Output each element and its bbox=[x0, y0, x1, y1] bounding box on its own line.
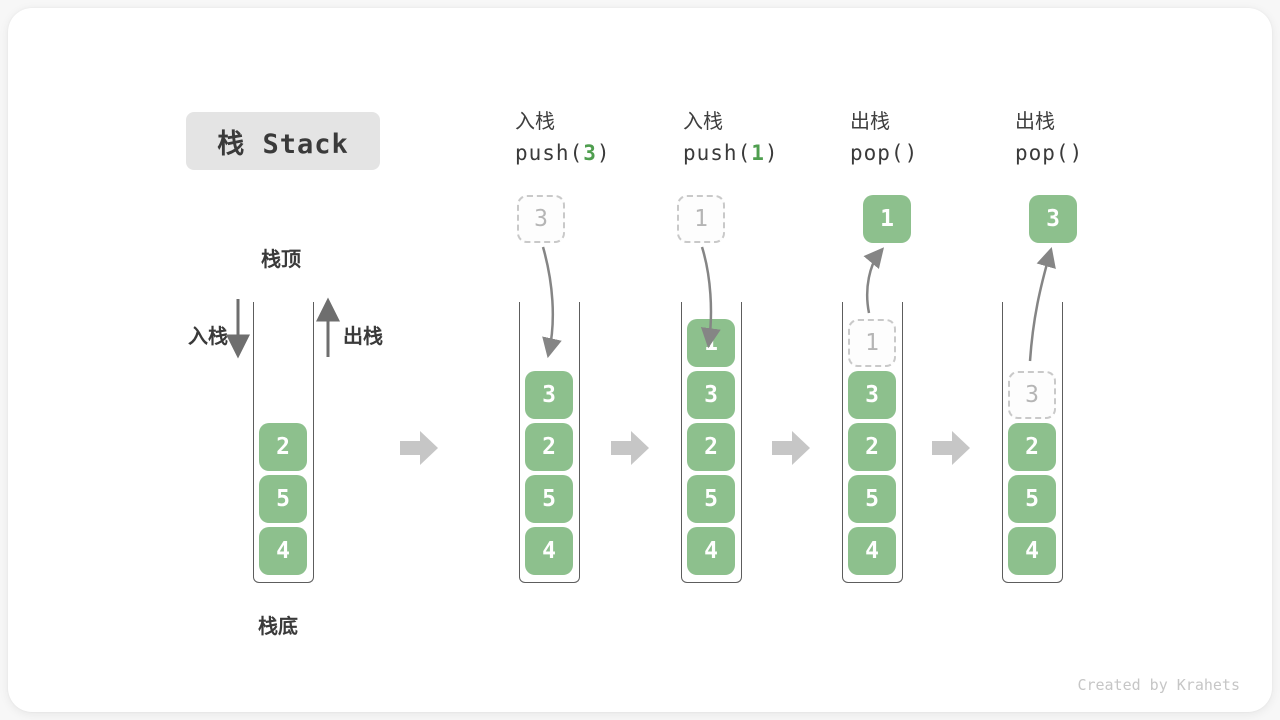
stack-item-ghost: 1 bbox=[848, 319, 896, 367]
push-side-label: 入栈 bbox=[188, 326, 228, 348]
op-label-push-1: 入栈 push(1) bbox=[683, 105, 779, 165]
stack-bottom-label: 栈底 bbox=[258, 616, 298, 638]
stack-item: 3 bbox=[687, 371, 735, 419]
stack-top-label: 栈顶 bbox=[261, 249, 301, 271]
op-code-arg: 1 bbox=[751, 141, 765, 165]
stack-item: 2 bbox=[848, 423, 896, 471]
stack-item: 2 bbox=[687, 423, 735, 471]
stack-item: 5 bbox=[1008, 475, 1056, 523]
stack-item: 4 bbox=[687, 527, 735, 575]
op-label-code: pop() bbox=[850, 141, 918, 165]
title-badge: 栈 Stack bbox=[186, 112, 380, 170]
op-code-pre: push( bbox=[515, 141, 584, 165]
op-label-cn: 出栈 bbox=[1015, 111, 1055, 133]
title-text: 栈 Stack bbox=[217, 128, 349, 160]
stack-item: 2 bbox=[1008, 423, 1056, 471]
stack-item: 2 bbox=[259, 423, 307, 471]
stack-item: 4 bbox=[525, 527, 573, 575]
op-code-post: ) bbox=[764, 141, 779, 165]
stack-item: 3 bbox=[848, 371, 896, 419]
stack-item: 5 bbox=[687, 475, 735, 523]
op-label-pop-3: 出栈 pop() bbox=[1015, 105, 1083, 165]
stack-item: 5 bbox=[525, 475, 573, 523]
stack-item: 2 bbox=[525, 423, 573, 471]
float-value-box-pop-3: 3 bbox=[1029, 195, 1077, 243]
op-code-post: ) bbox=[596, 141, 611, 165]
op-code-arg: 3 bbox=[583, 141, 597, 165]
op-label-pop-1: 出栈 pop() bbox=[850, 105, 918, 165]
op-label-push-3: 入栈 push(3) bbox=[515, 105, 611, 165]
stack-item: 5 bbox=[848, 475, 896, 523]
float-value-box-pop-1: 1 bbox=[863, 195, 911, 243]
float-value-box-push-1: 1 bbox=[677, 195, 725, 243]
op-label-code: push(3) bbox=[515, 141, 611, 165]
op-label-cn: 入栈 bbox=[515, 111, 555, 133]
stack-item: 1 bbox=[687, 319, 735, 367]
op-code-pre: pop() bbox=[1015, 141, 1084, 165]
stack-item: 5 bbox=[259, 475, 307, 523]
watermark: Created by Krahets bbox=[1077, 676, 1240, 694]
op-label-cn: 入栈 bbox=[683, 111, 723, 133]
op-label-cn: 出栈 bbox=[850, 111, 890, 133]
pop-side-label: 出栈 bbox=[343, 326, 383, 348]
stack-item-ghost: 3 bbox=[1008, 371, 1056, 419]
stack-item: 4 bbox=[1008, 527, 1056, 575]
op-code-pre: pop() bbox=[850, 141, 919, 165]
float-value-box-push-3: 3 bbox=[517, 195, 565, 243]
op-label-code: pop() bbox=[1015, 141, 1083, 165]
stack-item: 4 bbox=[848, 527, 896, 575]
stack-item: 4 bbox=[259, 527, 307, 575]
stack-item: 3 bbox=[525, 371, 573, 419]
op-label-code: push(1) bbox=[683, 141, 779, 165]
op-code-pre: push( bbox=[683, 141, 752, 165]
